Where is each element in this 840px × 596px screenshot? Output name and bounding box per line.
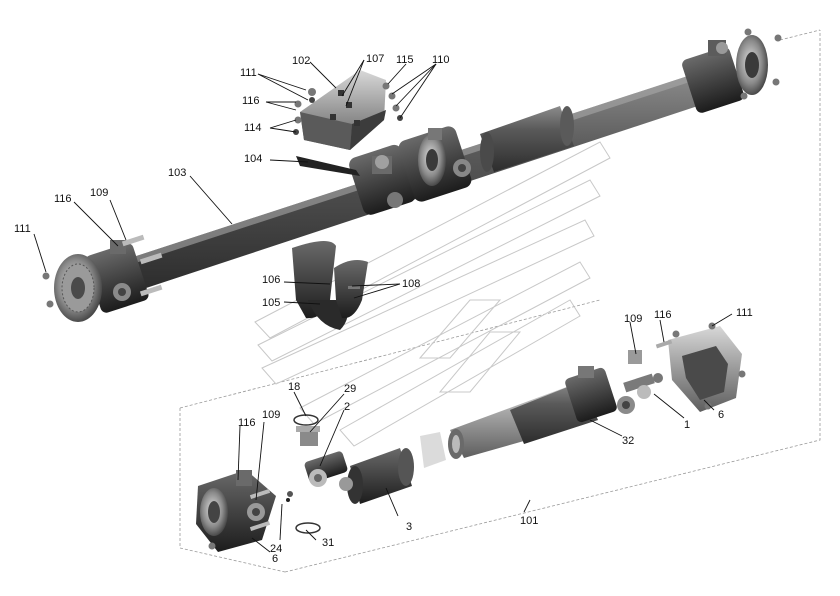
callout-109-right: 109 xyxy=(624,313,642,325)
callout-24: 24 xyxy=(270,543,282,555)
callout-2: 2 xyxy=(344,401,350,413)
callout-6-left: 6 xyxy=(272,553,278,565)
middle-tube-section xyxy=(480,106,574,172)
callout-111-right: 111 xyxy=(736,307,753,319)
callout-116-top: 116 xyxy=(242,95,260,107)
callout-101: 101 xyxy=(520,515,538,527)
callout-116-right: 116 xyxy=(654,309,672,321)
rubber-cushion-parts xyxy=(292,240,368,330)
callout-32: 32 xyxy=(622,435,634,447)
callout-6-right: 6 xyxy=(718,409,724,421)
slip-yoke-3 xyxy=(347,432,446,504)
cross-1 xyxy=(623,350,663,399)
callout-106: 106 xyxy=(262,274,280,286)
callout-109-left: 109 xyxy=(90,187,108,199)
callout-29: 29 xyxy=(344,383,356,395)
callout-105: 105 xyxy=(262,297,280,309)
callout-109-bottom: 109 xyxy=(262,409,280,421)
bracket-fasteners xyxy=(293,82,403,135)
support-bracket xyxy=(300,70,386,150)
right-end-yoke xyxy=(682,28,782,113)
upper-shaft-assembly xyxy=(42,28,782,322)
watermark-logo xyxy=(254,141,611,447)
cross-2 xyxy=(286,414,353,534)
callout-111-top: 111 xyxy=(240,67,257,79)
callout-114: 114 xyxy=(244,122,262,134)
lower-shaft-assembly xyxy=(196,322,746,552)
callout-102: 102 xyxy=(292,55,310,67)
callout-labels: 111 102 107 115 110 116 114 104 103 109 … xyxy=(14,53,753,565)
callout-1: 1 xyxy=(684,419,690,431)
callout-115: 115 xyxy=(396,54,414,66)
callout-110: 110 xyxy=(432,54,450,66)
left-end-flange xyxy=(42,234,163,322)
callout-18: 18 xyxy=(288,381,300,393)
callout-3: 3 xyxy=(406,521,412,533)
callout-108: 108 xyxy=(402,278,420,290)
leader-lines xyxy=(33,59,733,553)
callout-116-bottom: 116 xyxy=(238,417,256,429)
strap-104 xyxy=(296,156,360,176)
callout-116-left: 116 xyxy=(54,193,72,205)
flange-yoke-right xyxy=(655,322,746,412)
background-outlines xyxy=(179,29,821,573)
callout-31: 31 xyxy=(322,537,334,549)
center-cross-joint xyxy=(349,126,472,215)
flange-yoke-left xyxy=(196,470,276,552)
callout-103: 103 xyxy=(168,167,186,179)
callout-107: 107 xyxy=(366,53,384,65)
callout-111-left: 111 xyxy=(14,223,31,235)
callout-104: 104 xyxy=(244,153,262,165)
